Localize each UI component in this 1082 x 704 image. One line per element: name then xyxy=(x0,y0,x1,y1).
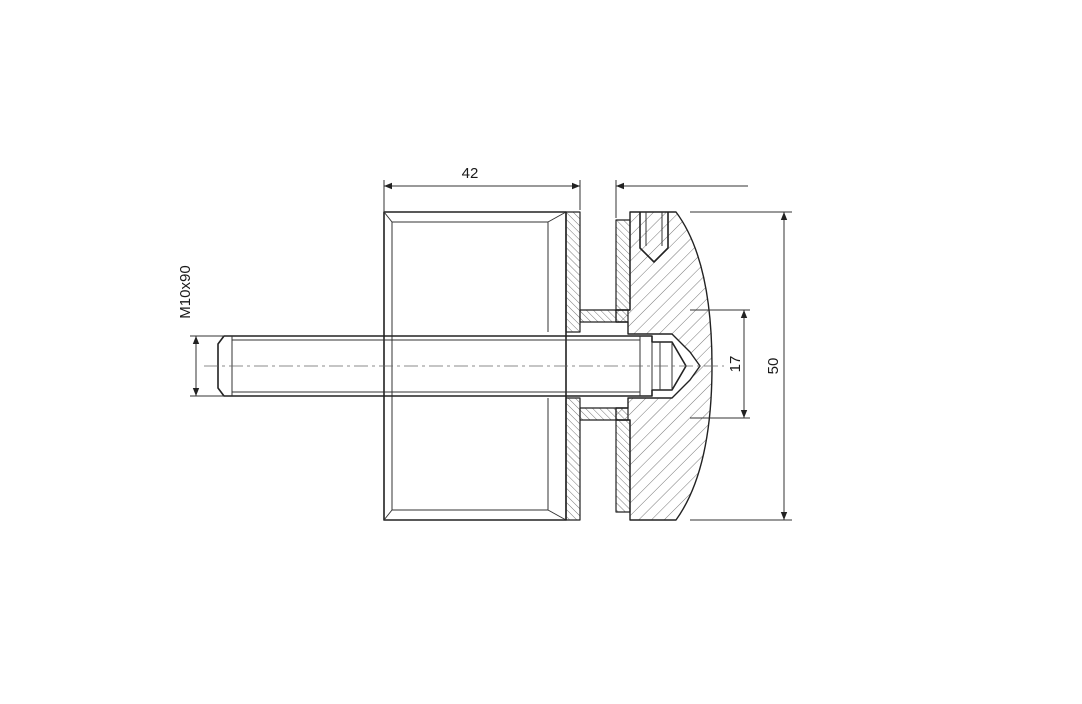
bolt-dimension: M10x90 xyxy=(177,265,224,397)
width-dimension: 42 xyxy=(383,165,748,218)
height-dimension: 50 xyxy=(690,211,792,521)
bore-dimension: 17 xyxy=(690,309,750,419)
threaded-bolt xyxy=(217,335,687,397)
bore-label: 17 xyxy=(727,356,744,373)
cap-section xyxy=(615,211,713,521)
width-label: 42 xyxy=(462,165,479,182)
height-label: 50 xyxy=(765,358,782,375)
bolt-label: M10x90 xyxy=(177,265,194,318)
